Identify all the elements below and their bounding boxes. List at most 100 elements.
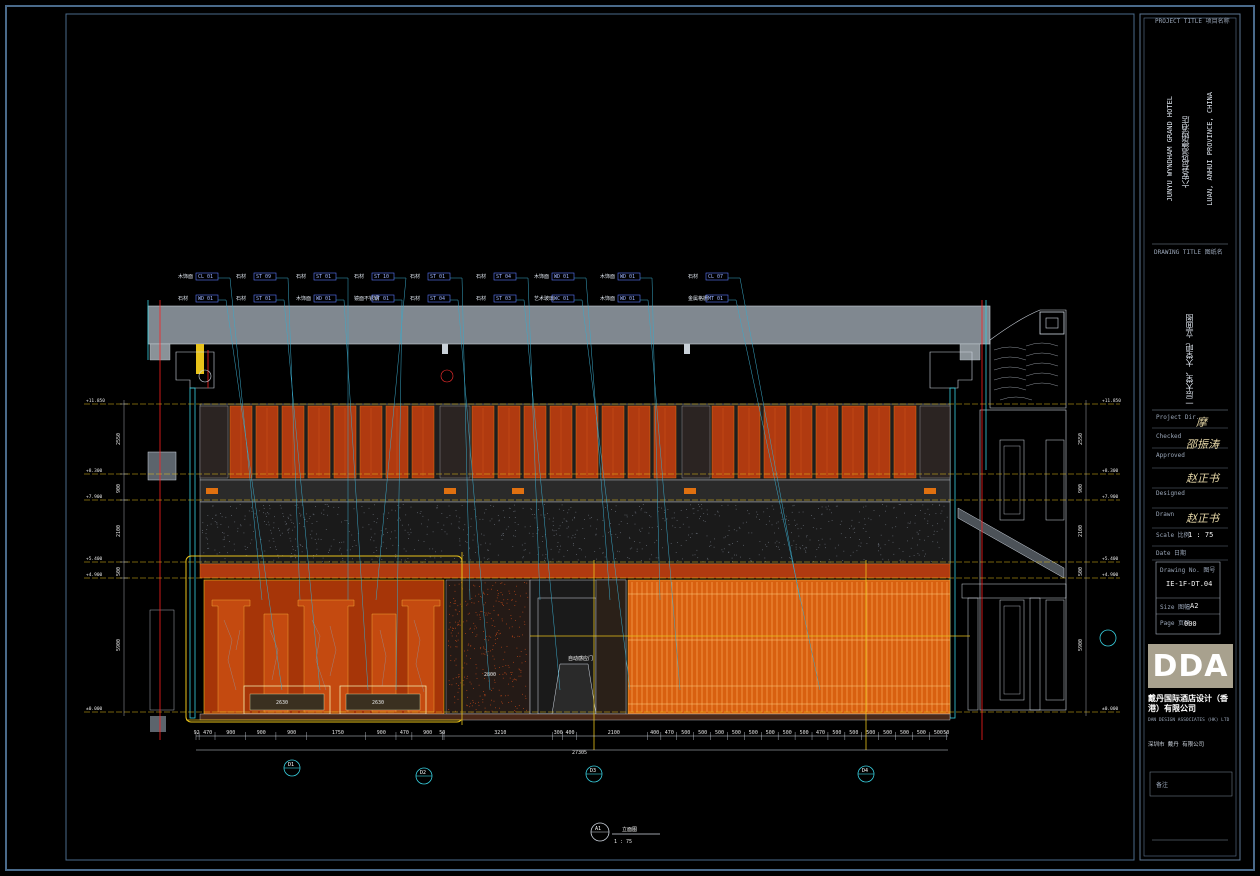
material-tag-label: 木饰面 [534,273,549,280]
stone-wall [199,501,951,565]
tb-date-label: Date 日期 [1156,550,1187,557]
tb-company-en: DAN DESIGN ASSOCIATES (HK) LTD [1148,718,1230,723]
material-tag-code: ST 04 [496,274,511,280]
material-tag-code: ST 01 [374,296,389,302]
bottom-dim-label: 500 [783,730,792,736]
tb-size-label: Size 图幅 [1160,604,1191,611]
material-tag-label: 石材 [688,273,698,280]
material-tag-label: 木饰面 [600,295,615,302]
material-tag-label: 石材 [236,295,246,302]
tb-row-label: Checked [1156,433,1182,440]
company-logo: DDA [1148,644,1233,688]
title-block-frame [1139,13,1241,861]
right-dim-label: 5900 [1078,639,1084,651]
material-tag-label: 石材 [354,273,364,280]
drawing-frame [65,13,1135,861]
bottom-dim-label: 300 [554,730,563,736]
callout-d2: D2 [420,770,426,776]
drawing-title: 立面图 [622,826,637,833]
neighbor-building [957,309,1067,711]
level-label: +5.400 [1102,556,1119,562]
material-tag-label: 石材 [410,273,420,280]
roof-beam [147,305,991,345]
bottom-dim-label: 900 [257,730,266,736]
bottom-dim-label: 500 [800,730,809,736]
bottom-dim-label: 500 [766,730,775,736]
material-tag-label: 石材 [476,273,486,280]
material-tag-label: 石材 [178,295,188,302]
material-tag-code: WC 01 [554,296,569,302]
level-label: +7.900 [86,494,103,500]
material-tag-code: WD 01 [316,296,331,302]
bottom-dim-label: 500 [698,730,707,736]
material-tag-label: 木饰面 [178,273,193,280]
material-tag-label: 木饰面 [296,295,311,302]
tb-drawing-no: IE-1F-DT.04 [1166,580,1213,588]
tb-row-label: Designed [1156,490,1185,497]
signature: 赵正书 [1186,472,1219,485]
material-tag-code: ST 04 [430,296,445,302]
tb-row-label: Drawn [1156,511,1175,518]
left-dim-label: 900 [116,484,122,493]
left-dim-label: 2100 [116,525,122,537]
stone-texture [202,504,948,563]
bottom-dim-label: 400 [566,730,575,736]
tb-drawing-title-label: DRAWING TITLE 图纸名 [1154,249,1223,256]
level-label: +5.400 [86,556,103,562]
signature: 摩 [1196,416,1207,429]
bottom-dim-label: 500 [715,730,724,736]
leader-lines [218,277,821,691]
level-label: +11.850 [1102,398,1121,404]
elevation-drawing: +11.850+11.850+8.300+8.300+7.900+7.900+5… [84,272,1121,845]
tb-page: 000 [1184,620,1197,628]
bottom-dim-label: 470 [816,730,825,736]
bottom-dim-label: 900 [377,730,386,736]
tb-page-label: Page 页码 [1160,620,1191,627]
tb-row-label: Project Dir. [1156,414,1200,421]
callout-d1: D1 [288,762,294,768]
tb-drawing-no-label: Drawing No. 图号 [1160,567,1216,574]
left-dim-label: 2550 [116,433,122,445]
bottom-dim-label: 500 [900,730,909,736]
bottom-dim-label: 500 [749,730,758,736]
material-tag-code: WD 01 [620,296,635,302]
tb-size: A2 [1190,602,1199,610]
level-label: ±0.000 [1102,706,1119,712]
material-tag-label: 镜面不锈钢 [354,295,379,302]
bottom-dim-label: 50 [943,730,949,736]
material-tag-label: 石材 [410,295,420,302]
material-tag-label: 石材 [476,295,486,302]
bottom-dim-label: 50 [439,730,445,736]
bottom-dim-label: 500 [681,730,690,736]
bottom-dim-label: 400 [650,730,659,736]
level-label: +4.900 [1102,572,1119,578]
right-dim-label: 900 [1078,484,1084,493]
material-tag-code: WD 01 [620,274,635,280]
level-label: +7.900 [1102,494,1119,500]
bench-dim-left: 2630 [276,700,288,706]
right-dim-label: 2550 [1078,433,1084,445]
bottom-dim-label: 500 [732,730,741,736]
material-tag-label: 石材 [296,273,306,280]
left-dim-label: 500 [116,567,122,576]
left-dim-label: 5900 [116,639,122,651]
level-label: +8.300 [1102,468,1119,474]
bottom-dim-label: 1750 [332,730,344,736]
tb-project-en: JUNYU WYNDHAM GRAND HOTEL [1166,96,1174,202]
bottom-dim-label: 92 [194,730,200,736]
tb-partner-cn: 深圳市 戴丹 有限公司 [1148,742,1205,748]
upper-panel-grid [199,405,951,479]
material-tag-code: ST 09 [256,274,271,280]
tb-row-label: Approved [1156,452,1185,459]
level-label: ±0.000 [86,706,103,712]
door-label: 自动感应门 [568,655,593,662]
drawing-title-block: A1 立面图 1 : 75 [590,822,660,845]
material-tag-code: ST 01 [316,274,331,280]
bottom-dim-label: 2100 [608,730,620,736]
bottom-dim-label: 500 [832,730,841,736]
tb-drawing-title: 一层大堂、大堂吧 立面图 [1185,314,1194,407]
